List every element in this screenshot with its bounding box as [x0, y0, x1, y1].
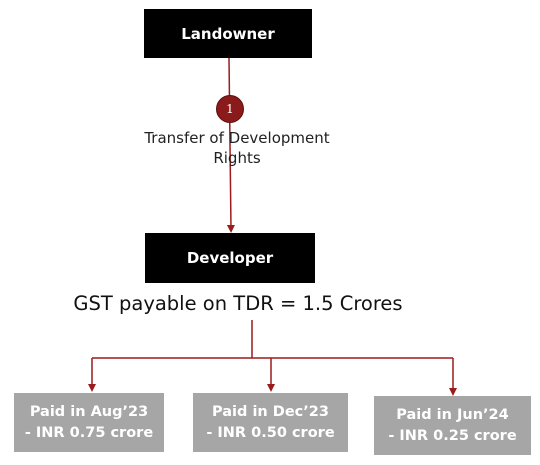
arrow-landowner-to-developer — [226, 57, 235, 233]
landowner-node: Landowner — [144, 9, 312, 58]
transfer-label: Transfer of Development Rights — [120, 128, 354, 168]
payment-3-line2: - INR 0.25 crore — [388, 427, 517, 444]
landowner-label: Landowner — [181, 24, 275, 43]
payment-box-1: Paid in Aug’23 - INR 0.75 crore — [14, 393, 164, 452]
payment-2-line1: Paid in Dec’23 — [212, 403, 329, 420]
developer-label: Developer — [186, 249, 274, 267]
gst-statement: GST payable on TDR = 1.5 Crores — [73, 292, 403, 315]
step-number-badge: 1 — [216, 95, 244, 123]
payment-3-line1: Paid in Jun’24 — [396, 406, 509, 423]
transfer-label-line1: Transfer of Development — [144, 129, 330, 147]
step-number: 1 — [226, 102, 234, 116]
payment-box-3: Paid in Jun’24 - INR 0.25 crore — [374, 396, 531, 455]
payment-1-line1: Paid in Aug’23 — [29, 403, 149, 420]
payment-box-2: Paid in Dec’23 - INR 0.50 crore — [193, 393, 348, 452]
payment-2-line2: - INR 0.50 crore — [206, 424, 335, 441]
transfer-label-line2: Rights — [213, 149, 261, 167]
developer-node: Developer — [145, 233, 315, 283]
payment-1-line2: - INR 0.75 crore — [24, 424, 154, 441]
